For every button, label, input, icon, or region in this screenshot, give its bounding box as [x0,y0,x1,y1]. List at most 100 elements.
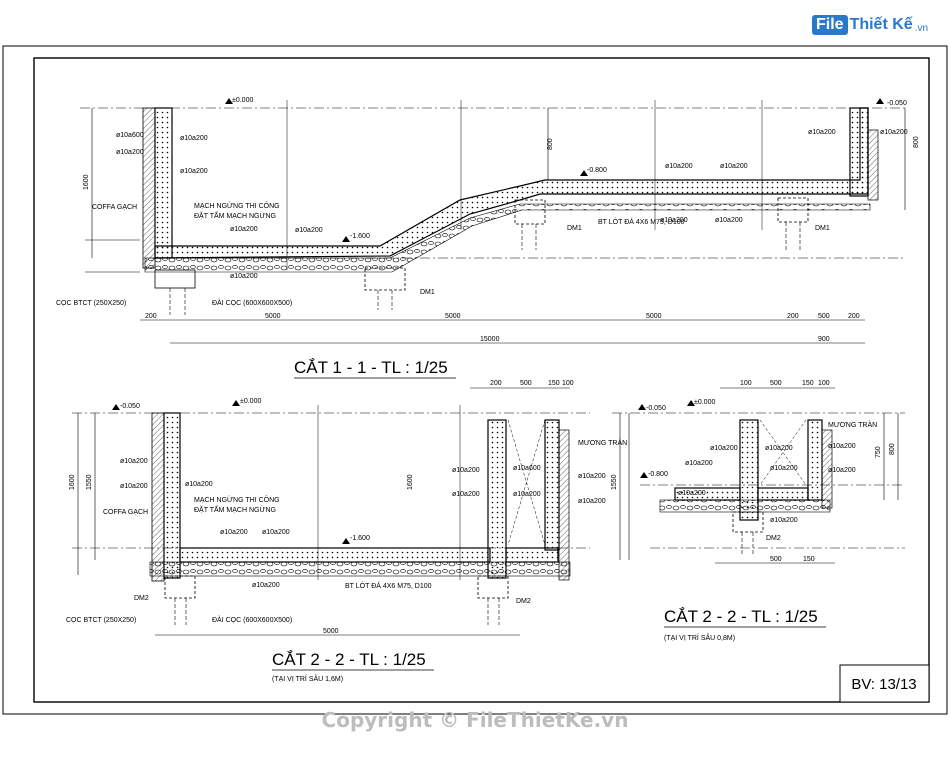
overflow-label: MƯƠNG TRÀN [578,438,627,447]
section-2b-title: CẮT 2 - 2 - TL : 1/25 [664,607,818,626]
logo-domain: .vn [914,22,929,34]
joint-label-1: MẠCH NGỪNG THI CÔNG [194,201,280,210]
level-top-right: -0.050 [887,100,907,107]
dm1-label: DM1 [567,225,582,232]
sheet-number: BV: 13/13 [851,676,916,693]
copyright-watermark: Copyright © FileThietKe.vn [321,708,629,732]
rebar-label: ø10a200 [513,491,541,498]
dim-text: 5000 [445,313,461,320]
dim-text: 200 [787,313,799,320]
rebar-label: ø10a600 [116,132,144,139]
dim-text: 500 [770,380,782,387]
dim-text: 100 [818,380,830,387]
level-bottom: -1.600 [350,535,370,542]
rebar-label: ø10a200 [252,582,280,589]
blinding-label: BT LÓT ĐÁ 4X6 M75, D100 [598,217,685,226]
dim-text: 1550 [86,474,93,490]
rebar-label: ø10a200 [828,443,856,450]
rebar-label: ø10a200 [452,491,480,498]
rebar-label: ø10a200 [120,458,148,465]
rebar-label: ø10a200 [880,129,908,136]
pile-label: CỌC BTCT (250X250) [56,300,126,307]
rebar-label: ø10a200 [230,273,258,280]
dm2-label: DM2 [516,598,531,605]
rebar-label: ø10a200 [262,529,290,536]
dim-text: 800 [889,443,896,455]
joint-label-2: ĐẶT TẤM MẠCH NGỪNG [194,210,276,220]
section-2b-subtitle: (TẠI VỊ TRÍ SÂU 0,8M) [664,633,735,642]
coffa-label: COFFA GẠCH [92,204,137,211]
dim-text: 200 [145,313,157,320]
dim-text: 150 [803,556,815,563]
dim-text: 150 [802,380,814,387]
dim-text: 750 [875,446,882,458]
outer-border [2,45,948,715]
rebar-label: ø10a200 [678,490,706,497]
dim-text: 200 [848,313,860,320]
dm1-label: DM1 [420,289,435,296]
rebar-label: ø10a200 [720,163,748,170]
dim-text: 500 [520,380,532,387]
dim-text: 800 [913,136,920,148]
site-logo: File Thiết Kế .vn [812,12,928,38]
dim-text: 15000 [480,336,500,343]
sheet-number-box: BV: 13/13 [839,664,930,703]
section-1-1: ±0.000 -0.050 -0.800 -1.600 ø10a600 ø10a… [56,97,920,379]
rebar-label: ø10a200 [578,473,606,480]
dim-text: 500 [770,556,782,563]
rebar-label: ø10a200 [660,217,688,224]
coffa-label: COFFA GẠCH [103,509,148,516]
dim-text: 1550 [611,474,618,490]
dm1-label: DM1 [815,225,830,232]
overflow-label: MƯƠNG TRÀN [828,420,877,429]
level-left: -0.050 [646,405,666,412]
rebar-label: ø10a200 [770,517,798,524]
dm2-label: DM2 [766,535,781,542]
rebar-label: ø10a200 [808,129,836,136]
level-mid-right: -0.800 [587,167,607,174]
dim-text: 100 [562,380,574,387]
rebar-label: ø10a200 [180,168,208,175]
inner-border [33,57,930,703]
rebar-label: ø10a200 [770,465,798,472]
dim-text: 100 [740,380,752,387]
level-top: ±0.000 [694,399,715,406]
blinding-label: BT LÓT ĐÁ 4X6 M75, D100 [345,581,432,590]
dim-text: 5000 [265,313,281,320]
dim-text: 5000 [646,313,662,320]
rebar-label: ø10a200 [295,227,323,234]
section-2a-subtitle: (TẠI VỊ TRÍ SÂU 1,6M) [272,674,343,683]
rebar-label: ø10a200 [578,498,606,505]
level-bottom: -1.600 [350,233,370,240]
level-top-left: ±0.000 [232,97,253,104]
rebar-label: ø10a200 [120,483,148,490]
rebar-label: ø10a200 [180,135,208,142]
dm2-label: DM2 [134,595,149,602]
pilecap-label: ĐÀI CỌC (600X600X500) [212,615,292,624]
dim-text: 1600 [69,474,76,490]
level-left: -0.050 [120,403,140,410]
rebar-label: ø10a200 [715,217,743,224]
rebar-label: ø10a200 [185,481,213,488]
rebar-label: ø10a200 [685,460,713,467]
rebar-label: ø10a200 [828,467,856,474]
dim-text: 200 [490,380,502,387]
rebar-label: ø10a200 [710,445,738,452]
section-2a-title: CẮT 2 - 2 - TL : 1/25 [272,650,426,669]
section-2-2-deep: -0.050 ±0.000 -1.600 ø10a200 ø10a200 ø10… [66,380,627,683]
dim-text: 1600 [407,474,414,490]
joint-label-2: ĐẶT TẤM MẠCH NGỪNG [194,504,276,514]
level-bottom: -0.800 [648,471,668,478]
rebar-label: ø10a200 [220,529,248,536]
section-1-title: CẮT 1 - 1 - TL : 1/25 [294,358,448,377]
level-top: ±0.000 [240,398,261,405]
pilecap-label: ĐÀI CỌC (600X600X500) [212,298,292,307]
section-2-2-shallow: -0.050 ±0.000 -0.800 ø10a200 ø10a200 ø10… [612,380,905,642]
rebar-label: ø10a200 [665,163,693,170]
pile-label: CỌC BTCT (250X250) [66,617,136,624]
dim-text: 900 [818,336,830,343]
rebar-label: ø10a200 [452,467,480,474]
logo-mark: File [812,15,848,35]
joint-label-1: MẠCH NGỪNG THI CÔNG [194,495,280,504]
